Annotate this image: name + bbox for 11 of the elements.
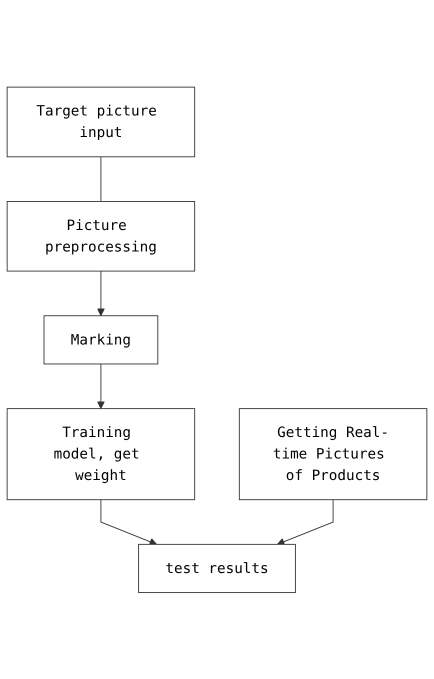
- node-box: Picture preprocessing: [6, 200, 196, 272]
- connector: [100, 156, 102, 202]
- node-box: Training model, get weight: [6, 408, 196, 500]
- arrow: [96, 363, 105, 409]
- arrow: [100, 498, 158, 546]
- arrow: [96, 270, 105, 316]
- node-box: Target picture input: [6, 86, 196, 157]
- node-box: Getting Real-time Pictures of Products: [238, 408, 428, 500]
- node-box: Marking: [44, 314, 158, 364]
- arrow: [276, 498, 334, 546]
- node-box: test results: [138, 544, 296, 593]
